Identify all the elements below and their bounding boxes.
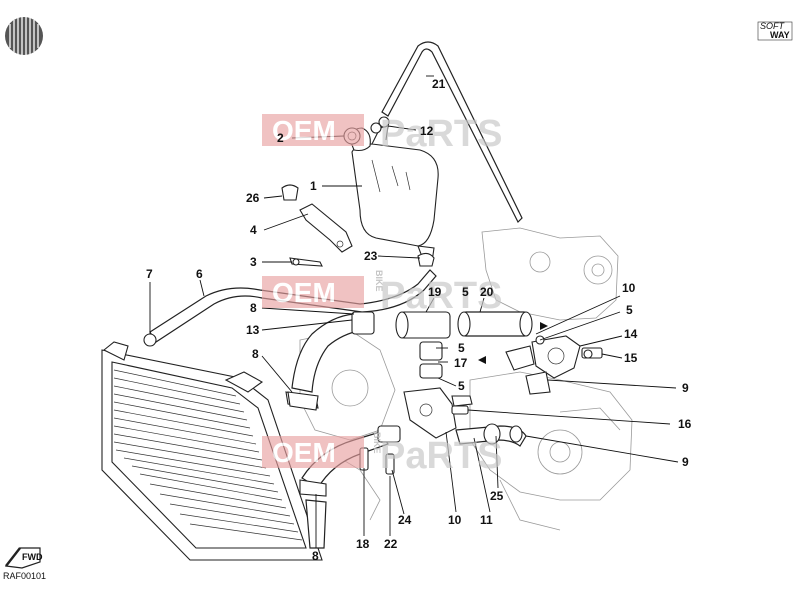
callout-9-bottom: 9	[682, 455, 689, 469]
watermark-oem-bottom: OEM	[272, 437, 336, 468]
callout-5-low: 5	[458, 379, 465, 393]
watermark-band-top: OEM PaRTS	[262, 113, 502, 155]
callout-7: 7	[146, 267, 153, 281]
tee-fitting	[403, 341, 473, 439]
callout-20: 20	[480, 285, 494, 299]
callout-6: 6	[196, 267, 203, 281]
callout-9-top: 9	[682, 381, 689, 395]
callout-10-right: 10	[622, 281, 636, 295]
callout-25: 25	[490, 489, 504, 503]
overflow-hose	[378, 41, 523, 224]
soft-way-badge-icon: SOFT WAY	[757, 21, 793, 41]
watermark: OEM PaRTS OEM PaRTS BIKE OEM PaRTS BIKE	[262, 113, 502, 477]
callout-1: 1	[310, 179, 317, 193]
leader-lines	[149, 75, 679, 548]
callout-16: 16	[678, 417, 692, 431]
callout-22: 22	[384, 537, 398, 551]
callout-labels: 21 2 12 1 26 4 3 23 7 6 8 13 8 8 19 5 20…	[146, 77, 692, 563]
watermark-parts-bottom: PaRTS	[380, 435, 502, 477]
badge-top-text: SOFT	[760, 21, 786, 31]
badge-bottom-text: WAY	[770, 30, 790, 40]
callout-8-bottom: 8	[312, 549, 319, 563]
callout-10-bottom: 10	[448, 513, 462, 527]
callout-5-right: 5	[626, 303, 633, 317]
callout-21: 21	[432, 77, 446, 91]
callout-18: 18	[356, 537, 370, 551]
watermark-band-mid: OEM PaRTS BIKE	[262, 270, 502, 317]
thermostat-housing	[395, 311, 533, 339]
watermark-parts-mid: PaRTS	[380, 275, 502, 317]
callout-8-mid: 8	[252, 347, 259, 361]
watermark-oem-top: OEM	[272, 115, 336, 146]
watermark-vertical-bottom: BIKE	[372, 432, 382, 454]
callout-15: 15	[624, 351, 638, 365]
callout-8-top: 8	[250, 301, 257, 315]
radiator	[101, 341, 323, 561]
watermark-vertical-mid: BIKE	[374, 270, 384, 292]
callout-23: 23	[364, 249, 378, 263]
diagram-code: RAF00101	[3, 571, 46, 581]
callout-11: 11	[480, 513, 493, 527]
callout-5-mid: 5	[458, 341, 465, 355]
callout-3: 3	[250, 255, 257, 269]
callout-2: 2	[277, 131, 284, 145]
globe-logo-icon	[5, 17, 43, 55]
callout-13: 13	[246, 323, 260, 337]
fwd-label: FWD	[22, 552, 43, 562]
callout-14: 14	[624, 327, 638, 341]
engine-outline	[299, 227, 633, 531]
callout-12: 12	[420, 124, 434, 138]
callout-19: 19	[428, 285, 442, 299]
callout-24: 24	[398, 513, 412, 527]
radiator-hose-6	[143, 269, 437, 347]
callout-4: 4	[250, 223, 257, 237]
callout-5-top: 5	[462, 285, 469, 299]
callout-17: 17	[454, 356, 468, 370]
fwd-arrow-icon: FWD	[4, 547, 43, 569]
watermark-oem-mid: OEM	[272, 277, 336, 308]
callout-26: 26	[246, 191, 260, 205]
watermark-band-bottom: OEM PaRTS BIKE	[262, 432, 502, 477]
water-pump-fitting	[505, 335, 603, 395]
watermark-parts-top: PaRTS	[380, 113, 502, 155]
